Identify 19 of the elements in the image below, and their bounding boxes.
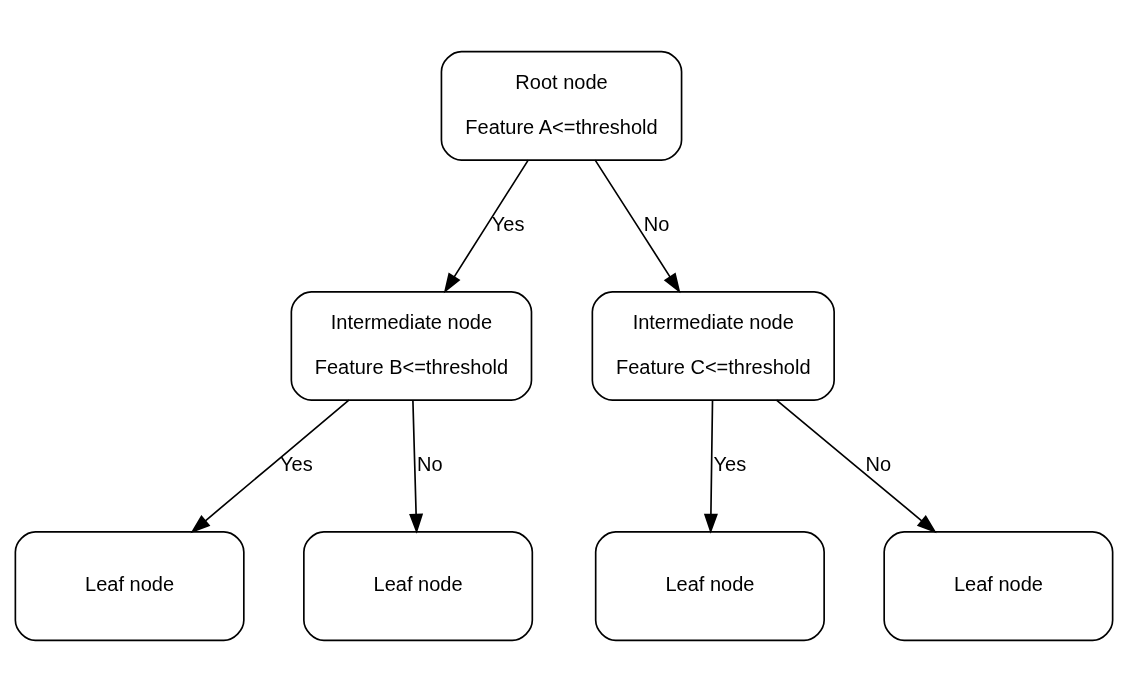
arrow bbox=[190, 398, 350, 533]
arrow bbox=[409, 398, 424, 534]
edge-label: Yes bbox=[713, 452, 747, 475]
node-box: Intermediate node Feature B<=threshold bbox=[290, 290, 533, 401]
arrow bbox=[703, 398, 718, 534]
arrow bbox=[775, 398, 937, 533]
edge-label: No bbox=[865, 452, 892, 475]
node-box: Leaf node bbox=[883, 530, 1114, 641]
node-box: Leaf node bbox=[303, 530, 534, 641]
arrow bbox=[594, 158, 681, 293]
node-box: Intermediate node Feature C<=threshold bbox=[591, 290, 835, 401]
edge-label: No bbox=[416, 452, 443, 475]
edge-label: No bbox=[643, 212, 670, 235]
arrow bbox=[443, 158, 530, 293]
edge-label: Yes bbox=[491, 212, 525, 235]
node-box: Leaf node bbox=[594, 530, 825, 641]
edge-label: Yes bbox=[280, 452, 313, 475]
node-box: Leaf node bbox=[14, 530, 245, 641]
node-box: Root node Feature A<=threshold bbox=[440, 50, 683, 161]
